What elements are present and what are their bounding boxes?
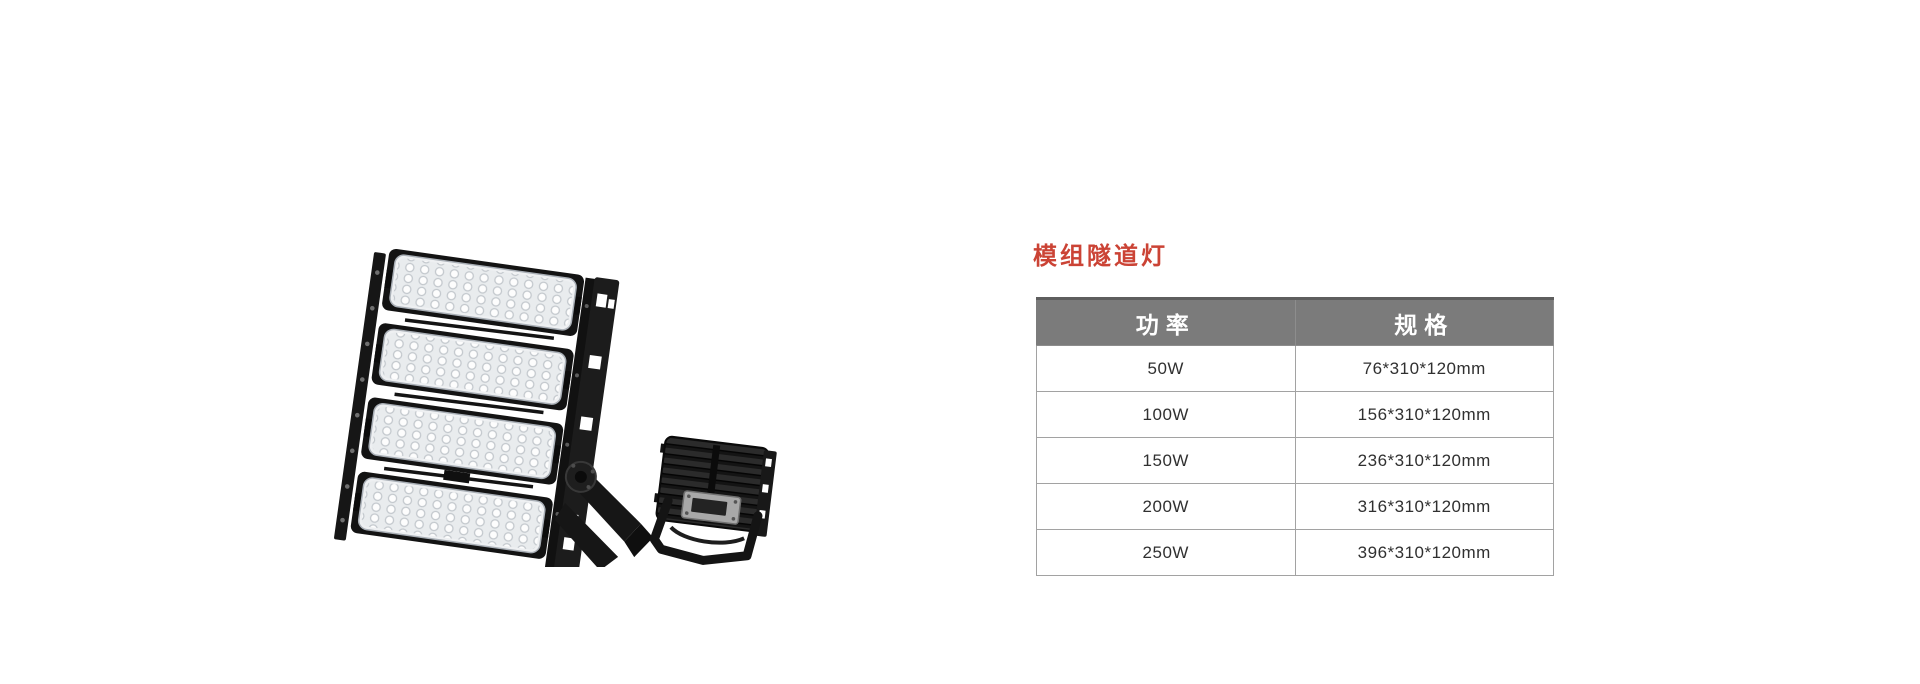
power-cell: 50W <box>1036 345 1296 392</box>
tunnel-light-illustration <box>334 248 777 567</box>
spec-cell: 156*310*120mm <box>1294 391 1554 438</box>
led-module <box>361 397 564 485</box>
large-tunnel-light <box>334 248 654 567</box>
table-row: 150W 236*310*120mm <box>1036 437 1554 484</box>
led-module <box>382 248 585 336</box>
spec-table-header-row: 功率 规格 <box>1036 297 1554 346</box>
spec-table: 功率 规格 50W 76*310*120mm 100W 156*310*120m… <box>1036 297 1554 576</box>
table-row: 200W 316*310*120mm <box>1036 483 1554 530</box>
spec-cell: 236*310*120mm <box>1294 437 1554 484</box>
product-image <box>330 232 800 567</box>
col-header-power: 功率 <box>1036 297 1296 346</box>
driver-box <box>680 490 742 525</box>
small-flood-light <box>649 435 777 565</box>
led-module <box>371 323 574 411</box>
power-cell: 250W <box>1036 529 1296 576</box>
spec-cell: 316*310*120mm <box>1294 483 1554 530</box>
u-bracket <box>649 496 763 565</box>
col-header-spec: 规格 <box>1294 297 1554 346</box>
page-title: 模组隧道灯 <box>1033 243 1168 270</box>
table-row: 100W 156*310*120mm <box>1036 391 1554 438</box>
power-cell: 200W <box>1036 483 1296 530</box>
power-cell: 100W <box>1036 391 1296 438</box>
mounting-bracket <box>554 460 654 567</box>
spec-cell: 396*310*120mm <box>1294 529 1554 576</box>
spec-cell: 76*310*120mm <box>1294 345 1554 392</box>
table-row: 50W 76*310*120mm <box>1036 345 1554 392</box>
table-row: 250W 396*310*120mm <box>1036 529 1554 576</box>
power-cell: 150W <box>1036 437 1296 484</box>
led-module <box>350 471 553 559</box>
